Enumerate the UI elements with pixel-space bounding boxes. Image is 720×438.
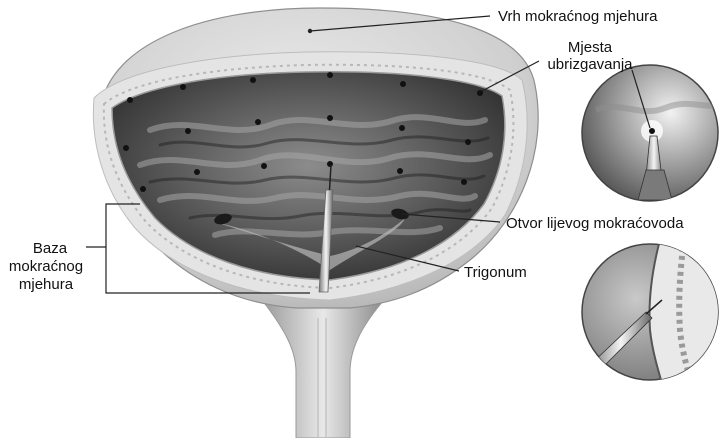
- trigone-label: Trigonum: [464, 264, 527, 281]
- injection-sites-label-line2: ubrizgavanja: [547, 56, 633, 73]
- base-label-line1: Baza: [33, 240, 68, 257]
- base-label-line2: mokraćnog: [9, 258, 83, 275]
- apex-label: Vrh mokraćnog mjehura: [498, 8, 658, 25]
- base-label-line3: mjehura: [19, 276, 74, 293]
- inset-injection-detail: [582, 65, 720, 201]
- injection-sites-label-line1: Mjesta: [568, 39, 613, 56]
- ureteral-orifice-label: Otvor lijevog mokraćovoda: [506, 215, 684, 232]
- inset-wall-section: [582, 240, 720, 390]
- urethra: [262, 300, 384, 438]
